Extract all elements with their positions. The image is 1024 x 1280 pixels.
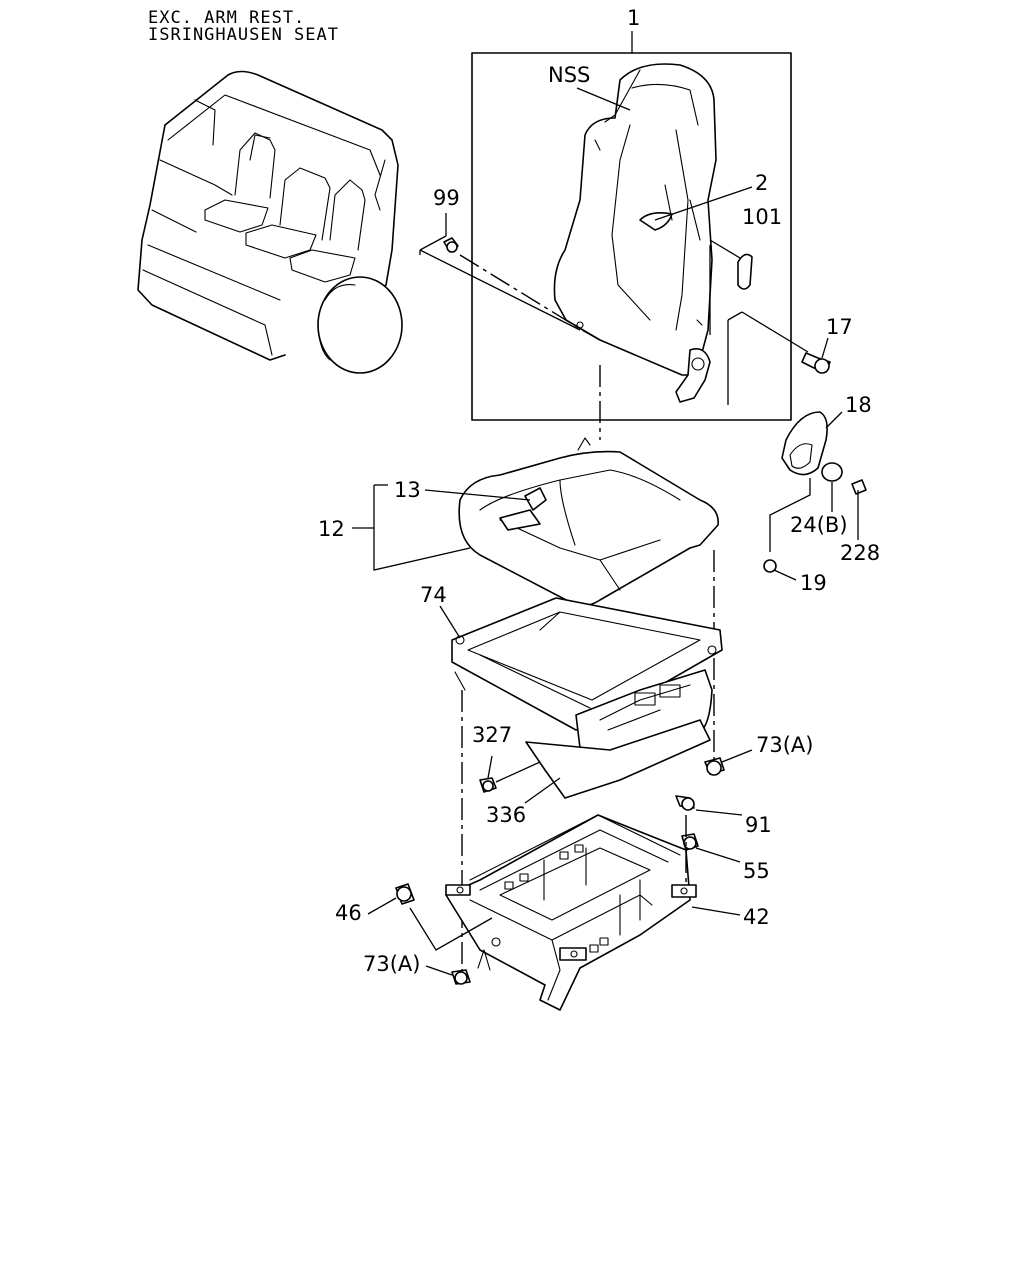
part-336-cover bbox=[479, 719, 711, 804]
part-99-bushing bbox=[419, 213, 601, 341]
callout-336: 336 bbox=[486, 803, 526, 827]
cab-overview-illustration bbox=[137, 70, 403, 374]
callout-228: 228 bbox=[840, 541, 880, 565]
callout-99: 99 bbox=[433, 186, 460, 210]
seat-base bbox=[445, 814, 741, 1011]
callout-labels: 1 NSS 2 99 101 17 18 13 12 24(B) 228 19 … bbox=[318, 6, 880, 976]
callout-13: 13 bbox=[394, 478, 421, 502]
callout-101: 101 bbox=[742, 205, 782, 229]
header-line-2: ISRINGHAUSEN SEAT bbox=[148, 25, 339, 45]
callout-327: 327 bbox=[472, 723, 512, 747]
callout-2: 2 bbox=[755, 171, 768, 195]
callout-42: 42 bbox=[743, 905, 770, 929]
callout-55: 55 bbox=[743, 859, 770, 883]
callout-73a-left: 73(A) bbox=[363, 952, 420, 976]
callout-19: 19 bbox=[800, 571, 827, 595]
callout-46: 46 bbox=[335, 901, 362, 925]
part-17-bolt bbox=[801, 337, 831, 374]
header-line-1: EXC. ARM REST. bbox=[148, 8, 305, 28]
callout-18: 18 bbox=[845, 393, 872, 417]
callout-17: 17 bbox=[826, 315, 853, 339]
fasteners-bottom-left bbox=[367, 883, 493, 985]
callout-nss: NSS bbox=[548, 63, 590, 87]
side-cover-parts bbox=[763, 411, 867, 581]
callout-1: 1 bbox=[627, 6, 640, 30]
seat-cushion bbox=[352, 365, 719, 760]
callout-73a-right: 73(A) bbox=[756, 733, 813, 757]
callout-74: 74 bbox=[420, 583, 447, 607]
callout-24b: 24(B) bbox=[790, 513, 848, 537]
callout-12: 12 bbox=[318, 517, 345, 541]
backrest-assembly bbox=[471, 31, 809, 421]
fasteners-right bbox=[675, 749, 753, 863]
callout-91: 91 bbox=[745, 813, 772, 837]
